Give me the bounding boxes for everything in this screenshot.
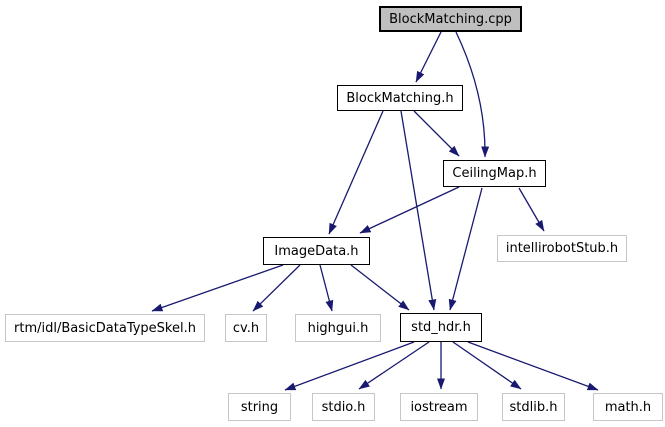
node-stdio-h: stdio.h xyxy=(312,393,375,421)
edge-imagedata-h-to-std-hdr-h xyxy=(350,264,410,311)
edge-std-hdr-h-to-math-h xyxy=(467,341,599,391)
edge-blockmatching-h-to-imagedata-h xyxy=(328,110,384,235)
edge-imagedata-h-to-basicdatatypeskel-h xyxy=(151,264,284,312)
edge-std-hdr-h-to-string xyxy=(284,341,415,391)
edge-imagedata-h-to-cv-h xyxy=(252,264,301,312)
node-ceilingmap-h[interactable]: CeilingMap.h xyxy=(443,160,546,187)
edge-blockmatching-h-to-ceilingmap-h xyxy=(413,110,460,157)
node-cv-h: cv.h xyxy=(225,314,267,342)
node-math-h: math.h xyxy=(593,393,663,421)
node-intellirobotstub-h: intellirobotStub.h xyxy=(497,235,627,262)
node-blockmatching-h[interactable]: BlockMatching.h xyxy=(337,85,463,111)
node-basicdatatypeskel-h: rtm/idl/BasicDataTypeSkel.h xyxy=(5,314,205,342)
edge-blockmatching-cpp-to-blockmatching-h xyxy=(415,31,442,83)
edge-std-hdr-h-to-stdlib-h xyxy=(452,341,522,390)
edge-std-hdr-h-to-stdio-h xyxy=(358,341,430,390)
node-std-hdr-h[interactable]: std_hdr.h xyxy=(400,313,482,342)
node-imagedata-h[interactable]: ImageData.h xyxy=(263,237,370,265)
edge-ceilingmap-h-to-imagedata-h xyxy=(359,186,460,234)
node-iostream: iostream xyxy=(400,393,478,421)
edge-ceilingmap-h-to-std-hdr-h xyxy=(448,187,483,311)
edge-blockmatching-h-to-std-hdr-h xyxy=(400,110,437,311)
node-string: string xyxy=(228,393,291,421)
edge-imagedata-h-to-highgui-h xyxy=(319,264,334,312)
node-stdlib-h: stdlib.h xyxy=(502,393,565,421)
edge-ceilingmap-h-to-intellirobotstub-h xyxy=(518,187,545,232)
node-blockmatching-cpp: BlockMatching.cpp xyxy=(379,6,522,32)
node-highgui-h: highgui.h xyxy=(295,314,381,342)
edge-blockmatching-cpp-to-ceilingmap-h xyxy=(455,31,490,158)
